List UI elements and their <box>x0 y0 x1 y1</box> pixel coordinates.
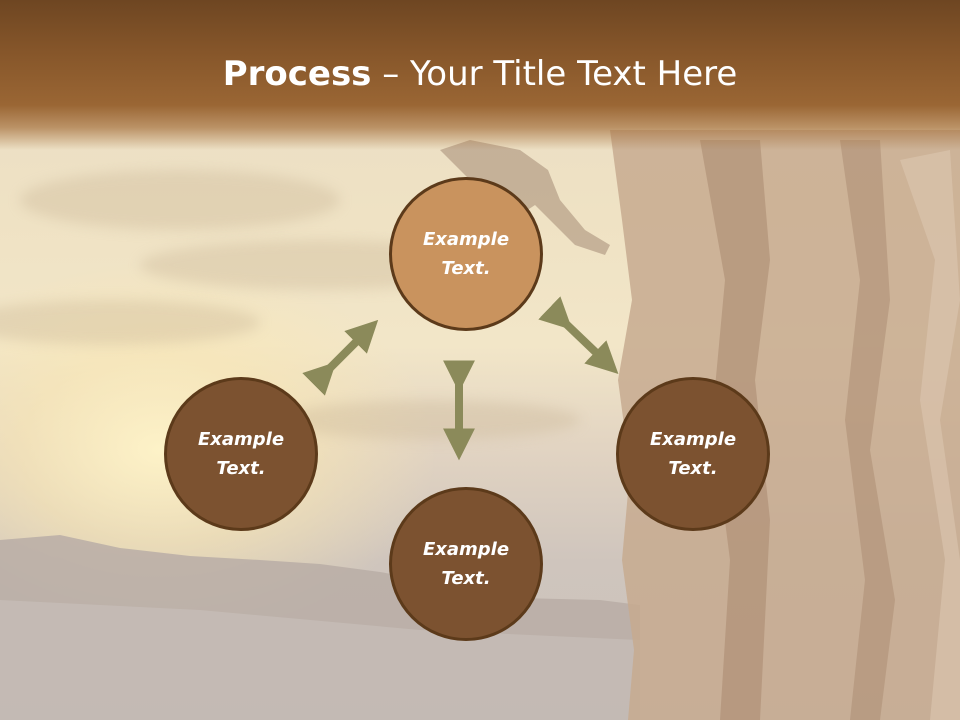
node-bottom[interactable]: Example Text. <box>389 487 543 641</box>
cloud <box>0 300 260 345</box>
title-bold: Process <box>222 54 372 94</box>
rock-shadow <box>840 140 895 720</box>
node-right-text: Example Text. <box>649 429 737 479</box>
node-top-text: Example Text. <box>422 229 510 279</box>
arrow-top-right <box>538 296 619 374</box>
foreground-haze <box>0 600 640 720</box>
cloud <box>280 400 580 440</box>
arrow-top-left <box>302 319 379 396</box>
node-top[interactable]: Example Text. <box>389 177 543 331</box>
rock-highlight <box>900 150 960 720</box>
node-left-text: Example Text. <box>197 429 285 479</box>
slide-title[interactable]: Process – Your Title Text Here <box>0 52 960 96</box>
node-right[interactable]: Example Text. <box>616 377 770 531</box>
title-rest: – Your Title Text Here <box>371 54 738 94</box>
cloud <box>20 170 340 230</box>
node-bottom-text: Example Text. <box>422 539 510 589</box>
node-left[interactable]: Example Text. <box>164 377 318 531</box>
climber-silhouette <box>440 140 610 255</box>
title-bar: Process – Your Title Text Here <box>0 0 960 150</box>
